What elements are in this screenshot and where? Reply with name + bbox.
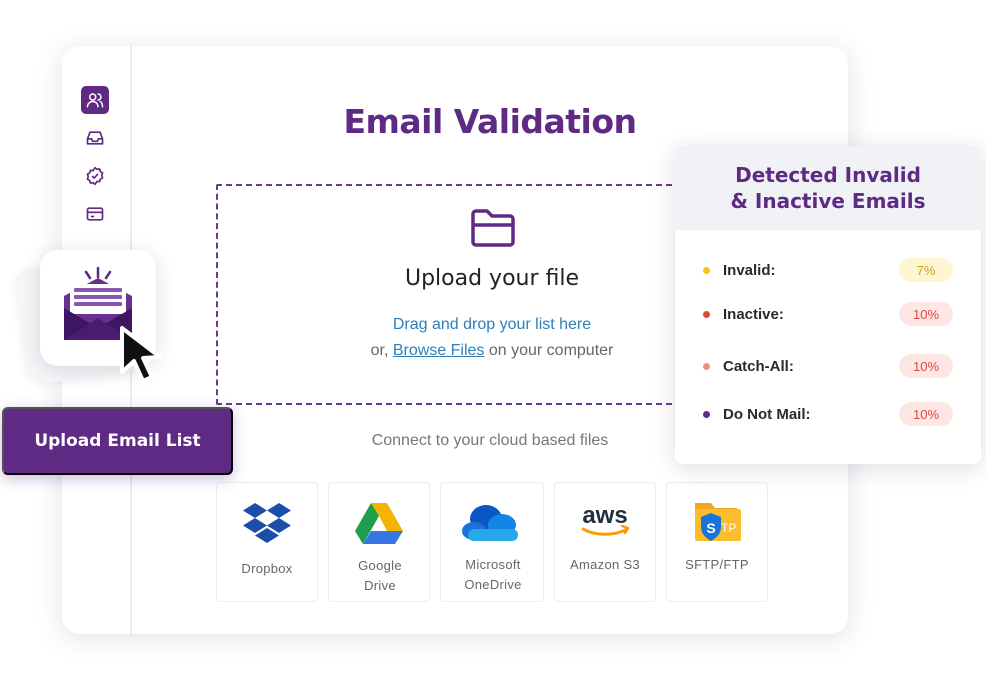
- status-dot: [703, 411, 710, 418]
- cloud-tile-google-drive[interactable]: Google Drive: [328, 482, 430, 602]
- inbox-icon: [86, 131, 104, 145]
- status-dot: [703, 311, 710, 318]
- cloud-tile-dropbox[interactable]: Dropbox: [216, 482, 318, 602]
- tile-label: Dropbox: [241, 561, 293, 576]
- tile-label: Microsoft OneDrive: [464, 557, 522, 592]
- browse-prefix: or,: [370, 342, 393, 359]
- users-icon: [86, 93, 104, 108]
- aws-icon: aws: [555, 501, 655, 541]
- upload-email-list-button[interactable]: Upload Email List: [2, 407, 233, 475]
- folder-icon: [470, 208, 516, 253]
- stat-row-catch-all: Catch-All: 10%: [703, 354, 953, 380]
- cloud-tile-aws[interactable]: aws Amazon S3: [554, 482, 656, 602]
- cloud-tile-onedrive[interactable]: Microsoft OneDrive: [440, 482, 544, 602]
- stat-label: Inactive:: [723, 306, 784, 323]
- stats-title-line1: Detected Invalid: [735, 163, 921, 187]
- browse-files-link[interactable]: Browse Files: [392, 342, 485, 359]
- stat-row-do-not-mail: Do Not Mail: 10%: [703, 402, 953, 428]
- stat-label: Invalid:: [723, 262, 776, 279]
- stat-badge: 7%: [899, 258, 953, 282]
- aws-wordmark: aws: [582, 502, 627, 529]
- sftp-folder-icon: FTP S: [667, 499, 767, 547]
- stats-title-line2: & Inactive Emails: [730, 189, 926, 213]
- status-dot: [703, 363, 710, 370]
- page-title: Email Validation: [343, 102, 637, 141]
- mouse-cursor-icon: [116, 324, 174, 393]
- upload-title: Upload your file: [404, 266, 580, 291]
- stat-badge: 10%: [899, 354, 953, 378]
- browse-suffix: on your computer: [484, 342, 614, 359]
- tile-label: Amazon S3: [570, 557, 640, 572]
- browse-hint: or, Browse Files on your computer: [218, 342, 766, 360]
- stats-card: Detected Invalid& Inactive Emails Invali…: [675, 146, 981, 464]
- tile-label: Google Drive: [358, 558, 402, 593]
- file-dropzone[interactable]: Upload your file Drag and drop your list…: [216, 184, 682, 405]
- cloud-heading: Connect to your cloud based files: [371, 432, 609, 449]
- envelope-icon: [64, 266, 132, 340]
- credit-card-icon: [86, 207, 104, 221]
- stat-row-invalid: Invalid: 7%: [703, 258, 953, 284]
- sidebar-item-users[interactable]: [81, 86, 109, 114]
- verified-badge-icon: [86, 166, 104, 186]
- sidebar-item-verify[interactable]: [81, 162, 109, 190]
- stat-label: Do Not Mail:: [723, 406, 811, 423]
- sidebar-item-billing[interactable]: [81, 200, 109, 228]
- sidebar-item-inbox[interactable]: [81, 124, 109, 152]
- stats-title: Detected Invalid& Inactive Emails: [675, 146, 981, 230]
- drag-drop-hint: Drag and drop your list here: [392, 316, 592, 333]
- cloud-tile-sftp[interactable]: FTP S SFTP/FTP: [666, 482, 768, 602]
- onedrive-icon: [441, 501, 543, 545]
- svg-text:S: S: [706, 520, 715, 536]
- tile-label: SFTP/FTP: [685, 557, 749, 572]
- stat-label: Catch-All:: [723, 358, 794, 375]
- google-drive-icon: [329, 501, 429, 545]
- dropbox-icon: [217, 501, 317, 545]
- stat-badge: 10%: [899, 402, 953, 426]
- stat-row-inactive: Inactive: 10%: [703, 302, 953, 328]
- status-dot: [703, 267, 710, 274]
- stat-badge: 10%: [899, 302, 953, 326]
